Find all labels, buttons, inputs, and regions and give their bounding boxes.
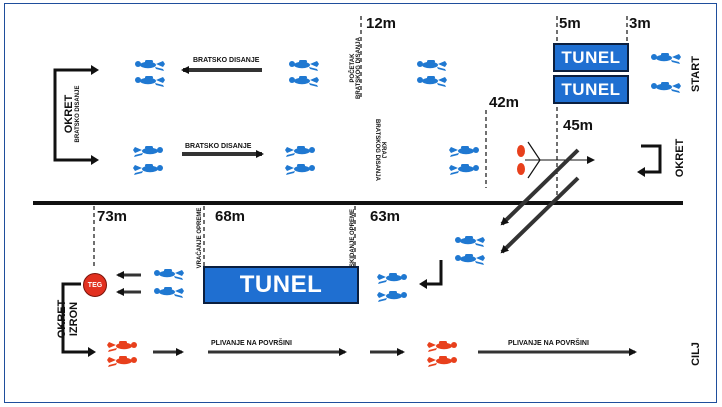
label-okret-izron-1: OKRET — [56, 299, 68, 339]
distance-73m: 73m — [97, 208, 128, 225]
scuba-diver-icon — [449, 164, 479, 175]
label-okret-izron-2: IZRON — [68, 301, 80, 337]
label-kraj: KRAJ BRATSKOG DISANJA — [374, 102, 386, 198]
scuba-diver-icon — [285, 164, 315, 175]
turn-arrow-bottom-right — [425, 260, 443, 286]
scuba-diver-icon — [377, 273, 407, 284]
scuba-diver-icon — [417, 60, 447, 71]
label-pocetak: POČETAK BRATSKOG DISANJA — [350, 20, 362, 116]
label-okret-left-sub: BRATSKO DISANJE — [75, 85, 81, 143]
scuba-diver-icon — [417, 76, 447, 87]
tunnel-top-1: TUNEL — [553, 43, 629, 72]
label-cilj: CILJ — [690, 342, 702, 366]
label-okret-right: OKRET — [674, 138, 686, 178]
tunnel-bottom: TUNEL — [203, 266, 359, 304]
label-okret-izron: OKRET IZRON — [56, 297, 80, 341]
distance-5m: 5m — [559, 15, 581, 32]
label-vracanje: VRAĆANJE OPREME — [197, 207, 203, 269]
scuba-diver-icon — [427, 356, 457, 367]
distance-3m: 3m — [629, 15, 651, 32]
scuba-diver-icon — [135, 60, 165, 71]
arrow-diagonal-2 — [500, 176, 580, 254]
scuba-diver-icon — [455, 236, 485, 247]
label-kraj-sub: BRATSKOG DISANJA — [374, 119, 380, 181]
label-okret-left: OKRET BRATSKO DISANJE — [63, 64, 81, 164]
scuba-diver-icon — [107, 341, 137, 352]
distance-42m: 42m — [489, 94, 520, 111]
label-skidanje: SKIDANJE OPREME — [350, 209, 356, 268]
okret-bracket-left — [53, 68, 93, 162]
scuba-diver-icon — [651, 82, 681, 93]
okret-izron-bracket — [61, 282, 90, 354]
distance-68m: 68m — [215, 208, 246, 225]
scuba-diver-icon — [427, 341, 457, 352]
label-pocetak-sub: BRATSKOG DISANJA — [356, 37, 362, 99]
label-bratsko-mid: BRATSKO DISANJE — [185, 143, 252, 150]
arrow-diagonal-1 — [500, 148, 580, 226]
scuba-diver-icon — [377, 291, 407, 302]
label-bratsko-top: BRATSKO DISANJE — [193, 57, 260, 64]
scuba-diver-icon — [651, 53, 681, 64]
label-okret-left-title: OKRET — [63, 94, 75, 134]
scuba-diver-icon — [285, 146, 315, 157]
okret-bracket-right — [641, 144, 662, 174]
scuba-diver-icon — [289, 76, 319, 87]
tunnel-top-2: TUNEL — [553, 75, 629, 104]
label-plivanje-2: PLIVANJE NA POVRŠINI — [508, 340, 589, 347]
scuba-diver-icon — [455, 254, 485, 265]
label-kraj-title: KRAJ — [380, 141, 386, 159]
distance-63m: 63m — [370, 208, 401, 225]
distance-45m: 45m — [563, 117, 594, 134]
scuba-diver-icon — [133, 146, 163, 157]
distance-12m: 12m — [366, 15, 397, 32]
scuba-diver-icon — [133, 164, 163, 175]
scuba-diver-icon — [449, 146, 479, 157]
scuba-diver-icon — [107, 356, 137, 367]
label-start: START — [690, 56, 702, 92]
scuba-diver-icon — [154, 287, 184, 298]
scuba-diver-icon — [154, 269, 184, 280]
scuba-diver-icon — [135, 76, 165, 87]
scuba-diver-icon — [289, 60, 319, 71]
label-plivanje-1: PLIVANJE NA POVRŠINI — [211, 340, 292, 347]
teg-weight-marker: TEG — [83, 273, 107, 297]
